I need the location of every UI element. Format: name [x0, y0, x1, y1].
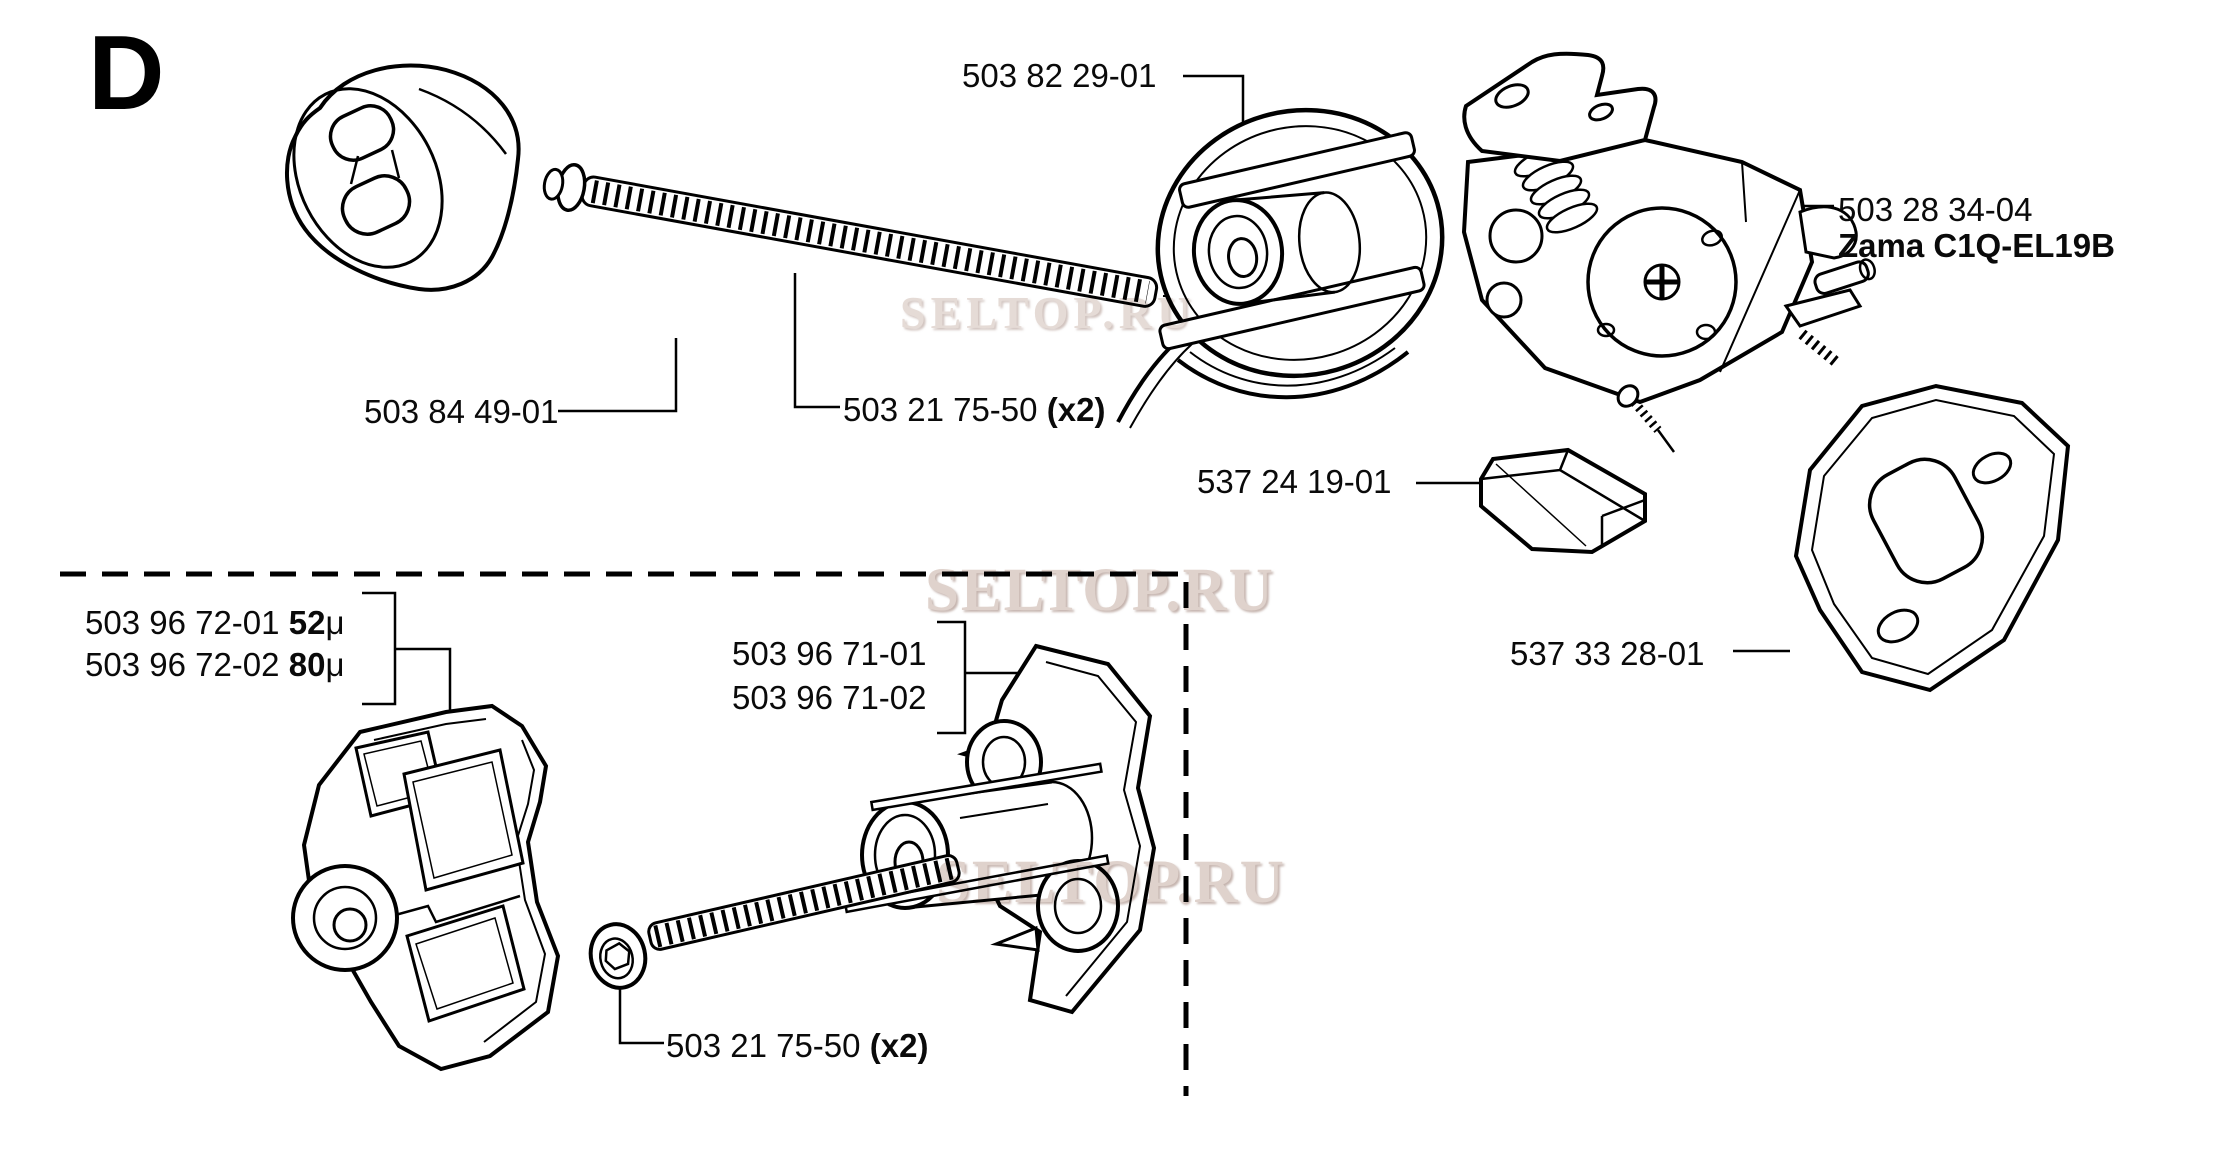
cage-drawing	[1116, 107, 1445, 429]
filter-52-part-number: 503 96 72-01	[85, 604, 280, 641]
label-holder-02: 503 96 71-02	[732, 678, 927, 718]
carburetor-model: Zama C1Q-EL19B	[1838, 227, 2115, 264]
filter-holder-drawing	[843, 643, 1157, 1015]
label-muffler-part: 503 84 49-01	[364, 392, 559, 432]
label-gasket-part: 537 33 28-01	[1510, 634, 1705, 674]
gasket-part-number: 537 33 28-01	[1510, 635, 1705, 672]
spacer-block-drawing	[1479, 447, 1647, 555]
label-lower-screw-part: 503 21 75-50(x2)	[666, 1026, 928, 1066]
label-carburetor-model: Zama C1Q-EL19B	[1838, 226, 2115, 266]
label-cage-part: 503 82 29-01	[962, 56, 1157, 96]
label-upper-screw-part: 503 21 75-50(x2)	[843, 390, 1105, 430]
carburetor-drawing	[1461, 51, 1876, 453]
label-carburetor-part: 503 28 34-04	[1838, 190, 2033, 230]
label-holder-01: 503 96 71-01	[732, 634, 927, 674]
dashed-boundary	[60, 571, 1189, 1096]
filter-80-part-number: 503 96 72-02	[85, 646, 280, 683]
upper-screw-quantity: (x2)	[1046, 391, 1106, 428]
holder-01-part-number: 503 96 71-01	[732, 635, 927, 672]
muffler-drawing	[285, 63, 521, 292]
cage-part-number: 503 82 29-01	[962, 57, 1157, 94]
gasket-plate-drawing	[1793, 383, 2071, 693]
filter-80-size: 80	[288, 646, 326, 683]
carburetor-part-number: 503 28 34-04	[1838, 191, 2033, 228]
upper-screw-part-number: 503 21 75-50	[843, 391, 1038, 428]
filter-52-unit: μ	[325, 604, 345, 641]
lower-screw-part-number: 503 21 75-50	[666, 1027, 861, 1064]
holder-02-part-number: 503 96 71-02	[732, 679, 927, 716]
label-spacer-part: 537 24 19-01	[1197, 462, 1392, 502]
filter-cover-drawing	[291, 703, 561, 1072]
lower-screw-quantity: (x2)	[869, 1027, 929, 1064]
filter-80-unit: μ	[325, 646, 345, 683]
filter-52-size: 52	[288, 604, 326, 641]
muffler-part-number: 503 84 49-01	[364, 393, 559, 430]
section-letter: D	[88, 14, 165, 132]
lower-screw-drawing	[588, 854, 961, 990]
spacer-part-number: 537 24 19-01	[1197, 463, 1392, 500]
upper-screw-drawing	[542, 162, 1237, 308]
